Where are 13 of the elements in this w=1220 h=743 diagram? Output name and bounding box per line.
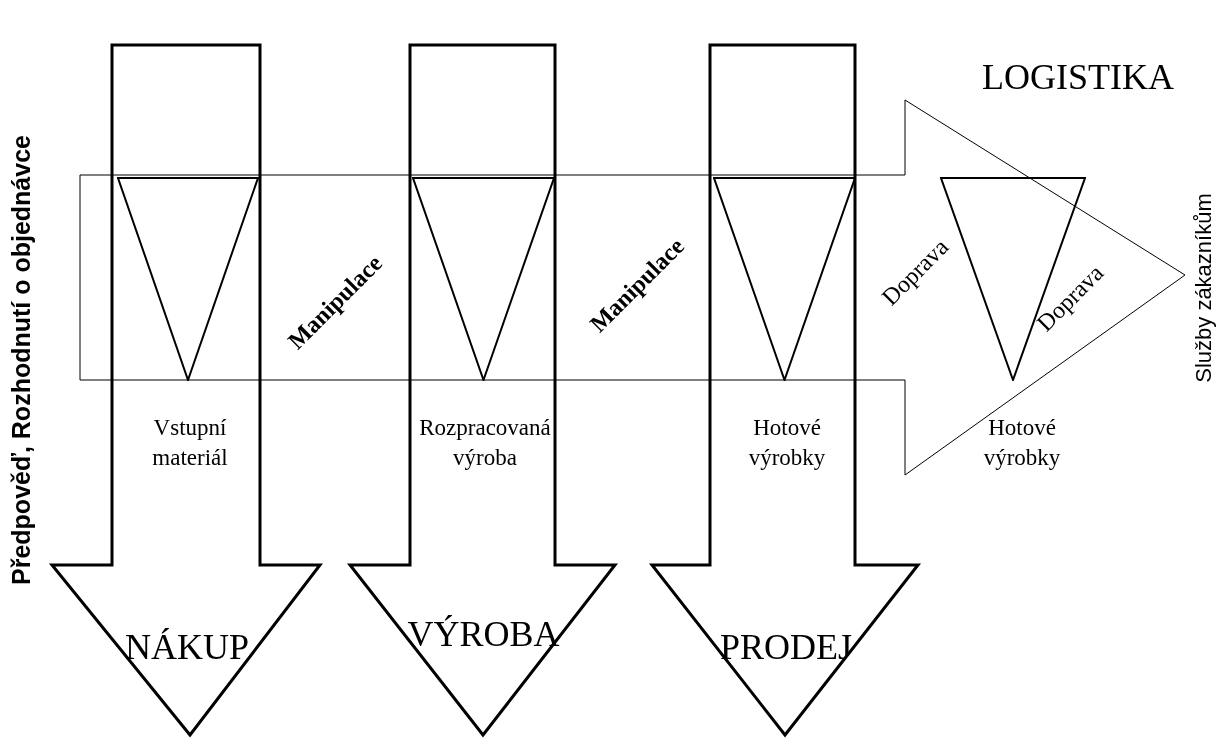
inventory-triangle [117, 177, 259, 381]
process-label: Hotové výrobky [982, 414, 1062, 472]
arrow-label: LOGISTIKA [982, 56, 1174, 99]
process-label: Hotové výrobky [747, 414, 827, 472]
arrow-label: VÝROBA [406, 613, 561, 656]
process-label: Vstupní materiál [151, 414, 229, 472]
process-label: Předpověď, Rozhodnutí o objednávce [6, 135, 37, 585]
process-label: Rozpracovaná výroba [418, 414, 552, 472]
side-label: Služby zákazníkům [1190, 193, 1218, 383]
arrow-label: PRODEJ [719, 626, 853, 669]
inventory-triangle [713, 177, 856, 381]
arrow-label: NÁKUP [124, 626, 250, 669]
inventory-triangle [412, 177, 555, 381]
